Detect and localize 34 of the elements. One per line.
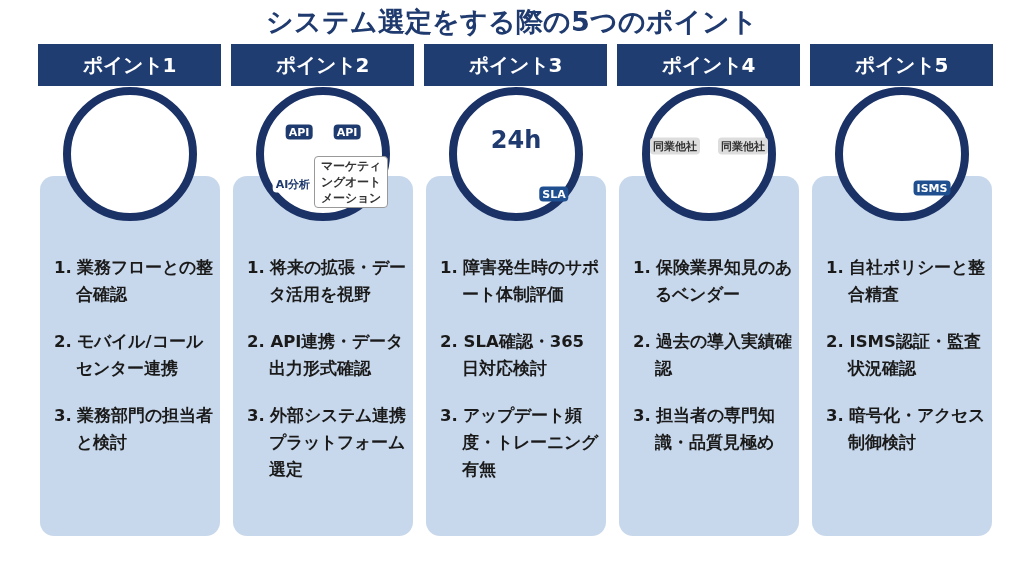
list-item: 3. 外部システム連携プラットフォーム選定	[247, 405, 407, 481]
list-item: 2. 過去の導入実績確認	[633, 331, 793, 380]
list-item: 3. 担当者の専門知識・品質見極め	[633, 405, 777, 454]
header-band: ポイント5	[810, 44, 993, 86]
header-band: ポイント2	[231, 44, 414, 86]
point-card	[233, 176, 413, 536]
list-item: 1. 障害発生時のサポート体制評価	[440, 257, 600, 306]
illustration-label: 24h	[489, 125, 543, 155]
illustration-label: ISMS	[913, 180, 951, 196]
point-card	[40, 176, 220, 536]
header-band: ポイント3	[424, 44, 607, 86]
point-card	[619, 176, 799, 536]
illustration-label: マーケティングオートメーション	[314, 156, 388, 208]
illustration-label: API	[285, 124, 313, 140]
list-item: 2. モバイル/コールセンター連携	[54, 331, 204, 380]
illustration-label: SLA	[539, 186, 569, 202]
list-item: 2. SLA確認・365日対応検討	[440, 331, 586, 380]
list-item: 1. 業務フローとの整合確認	[54, 257, 214, 306]
title: システム選定をする際の5つのポイント	[265, 5, 759, 39]
list-item: 2. ISMS認証・監査状況確認	[826, 331, 982, 380]
point-card	[426, 176, 606, 536]
illustration-label: 同業他社	[718, 137, 768, 155]
illustration-label: 同業他社	[650, 137, 700, 155]
list-item: 3. 暗号化・アクセス制御検討	[826, 405, 986, 454]
list-item: 1. 保険業界知見のあるベンダー	[633, 257, 793, 306]
header-band: ポイント4	[617, 44, 800, 86]
illustration-label: API	[333, 124, 361, 140]
list-item: 2. API連携・データ出力形式確認	[247, 331, 405, 380]
list-item: 1. 将来の拡張・データ活用を視野	[247, 257, 407, 306]
point-card	[812, 176, 992, 536]
header-band: ポイント1	[38, 44, 221, 86]
list-item: 1. 自社ポリシーと整合精査	[826, 257, 986, 306]
list-item: 3. アップデート頻度・トレーニング有無	[440, 405, 600, 481]
list-item: 3. 業務部門の担当者と検討	[54, 405, 214, 454]
